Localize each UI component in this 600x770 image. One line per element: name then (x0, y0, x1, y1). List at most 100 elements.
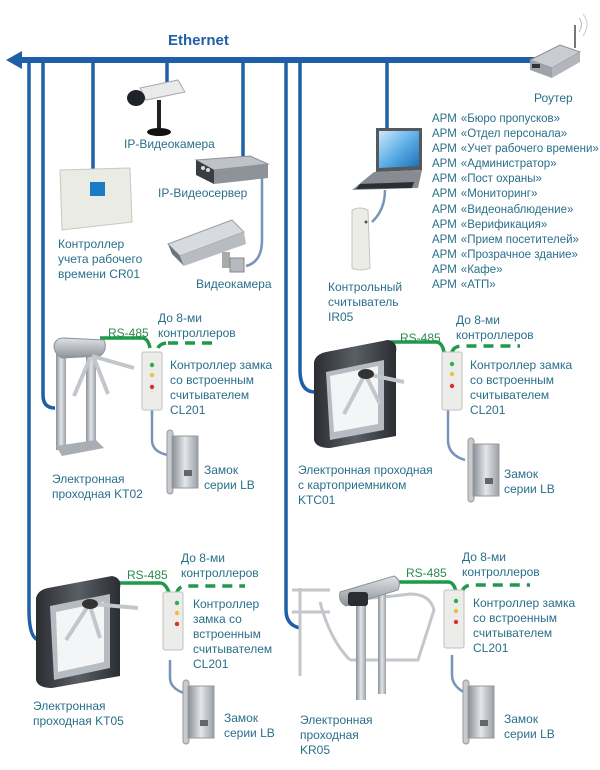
ir05-line: считыватель (328, 295, 399, 309)
cl201-controller-icon (443, 589, 465, 649)
ip-videoserver-label: IP-Видеосервер (158, 186, 248, 200)
controller-line: встроенным (193, 627, 261, 641)
workstation-prefix: АРМ (432, 128, 457, 141)
workstation-item: АРМ«Администратор» (432, 157, 599, 172)
turnstile-line: Электронная (300, 713, 373, 727)
controller-line: Контроллер замка (170, 358, 273, 372)
lock-lb-icon (166, 429, 199, 495)
controller-line: Контроллер (193, 597, 260, 611)
turnstile-ktc01-icon (314, 340, 405, 448)
ip-camera-icon (127, 79, 186, 136)
workstation-item: АРМ«Прием посетителей» (432, 233, 599, 248)
turnstile-kr05-icon (292, 575, 436, 700)
cr01-line: Контроллер (58, 237, 125, 251)
workstation-prefix: АРМ (432, 113, 457, 125)
controller-line: CL201 (470, 403, 506, 417)
workstation-name: «Бюро пропусков» (460, 113, 561, 125)
controller-label: Контроллер замка со встроенным считывате… (470, 358, 572, 418)
cl201-controller-icon (441, 351, 463, 411)
workstation-item: АРМ«Отдел персонала» (432, 127, 599, 142)
workstation-prefix: АРМ (432, 279, 457, 292)
workstation-item: АРМ«Кафе» (432, 263, 599, 278)
controller-line: CL201 (473, 641, 509, 655)
drop-kr05 (284, 60, 301, 630)
turnstile-label: Электронная проходная KT02 (52, 472, 143, 502)
workstation-name: «Прозрачное здание» (460, 248, 578, 261)
drop-kt02 (41, 60, 56, 410)
up-to-line: До 8-ми (456, 313, 500, 327)
workstation-prefix: АРМ (432, 158, 457, 171)
workstation-item: АРМ«Мониторинг» (432, 187, 599, 202)
controller-line: со встроенным (170, 373, 255, 387)
workstation-prefix: АРМ (432, 173, 457, 186)
workstation-item: АРМ«АТП» (432, 278, 599, 293)
workstation-prefix: АРМ (432, 218, 457, 231)
up-to-label: До 8-ми контроллеров (456, 313, 534, 343)
controller-label: Контроллер замка со встроенным считывате… (473, 596, 575, 656)
turnstile-label: Электронная проходная KT05 (33, 699, 124, 729)
turnstile-kt02-icon (53, 337, 135, 456)
controller-label: Контроллер замка со встроенным считывате… (193, 597, 272, 672)
workstation-name: «Мониторинг» (460, 188, 538, 201)
workstation-name: «Учет рабочего времени» (460, 143, 599, 156)
up-to-line: контроллеров (181, 566, 259, 580)
lock-line: серии LB (204, 478, 255, 492)
rs485-label: RS-485 (400, 331, 441, 345)
lock-label: Замок серии LB (224, 711, 275, 741)
workstation-name: «Пост охраны» (460, 173, 542, 186)
up-to-line: До 8-ми (462, 550, 506, 564)
workstation-prefix: АРМ (432, 263, 457, 276)
rs485-label: RS-485 (406, 566, 447, 580)
turnstile-line: проходная (300, 728, 359, 742)
controller-line: CL201 (193, 657, 229, 671)
up-to-label: До 8-ми контроллеров (181, 551, 259, 581)
workstation-item: АРМ«Верификация» (432, 218, 599, 233)
ip-videoserver-icon (194, 155, 270, 184)
workstation-name: «Кафе» (460, 263, 503, 276)
up-to-line: контроллеров (456, 328, 534, 342)
ir05-line: Контрольный (328, 280, 403, 294)
up-to-line: До 8-ми (158, 311, 202, 325)
controller-line: CL201 (170, 403, 206, 417)
turnstile-line: с картоприемником (298, 478, 407, 492)
ir05-line: IR05 (328, 310, 354, 324)
turnstile-label: Электронная проходная с картоприемником … (298, 463, 433, 508)
cr01-line: учета рабочего (58, 252, 143, 266)
laptop-icon (352, 128, 422, 190)
controller-label: Контроллер замка со встроенным считывате… (170, 358, 272, 418)
cl201-controller-icon (141, 351, 163, 411)
cl201-controller-icon (162, 591, 184, 651)
workstation-prefix: АРМ (432, 248, 457, 261)
up-to-label: До 8-ми контроллеров (158, 311, 236, 341)
workstation-item: АРМ«Видеонаблюдение» (432, 203, 599, 218)
workstation-name: «Отдел персонала» (460, 128, 568, 141)
workstation-name: «АТП» (460, 279, 496, 292)
workstation-prefix: АРМ (432, 188, 457, 201)
videocamera-icon (167, 219, 246, 273)
controller-line: Контроллер замка (473, 596, 576, 610)
lock-line: Замок (504, 467, 539, 481)
turnstile-label: Электронная проходная KR05 (300, 713, 373, 758)
lock-lb-icon (462, 679, 495, 745)
workstation-name: «Прием посетителей» (460, 233, 579, 246)
workstation-list: АРМ«Бюро пропусков»АРМ«Отдел персонала»А… (432, 112, 599, 293)
up-to-line: контроллеров (158, 326, 236, 340)
ethernet-label: Ethernet (168, 32, 229, 49)
workstation-name: «Верификация» (460, 218, 548, 231)
controller-line: Контроллер замка (470, 358, 573, 372)
workstation-prefix: АРМ (432, 233, 457, 246)
controller-line: со встроенным (470, 373, 555, 387)
bus-arrow-icon (6, 51, 22, 69)
turnstile-kt05-icon (36, 576, 139, 688)
lock-line: серии LB (224, 726, 275, 740)
router-icon (528, 13, 588, 78)
workstation-name: «Администратор» (460, 158, 557, 171)
rs485-label: RS-485 (108, 326, 149, 340)
videocamera-label: Видеокамера (196, 277, 272, 291)
ethernet-drops (27, 60, 389, 642)
up-to-label: До 8-ми контроллеров (462, 550, 540, 580)
drop-kt05 (27, 60, 41, 642)
lock-label: Замок серии LB (204, 463, 255, 493)
rs485-label: RS-485 (127, 568, 168, 582)
lock-line: Замок (204, 463, 239, 477)
